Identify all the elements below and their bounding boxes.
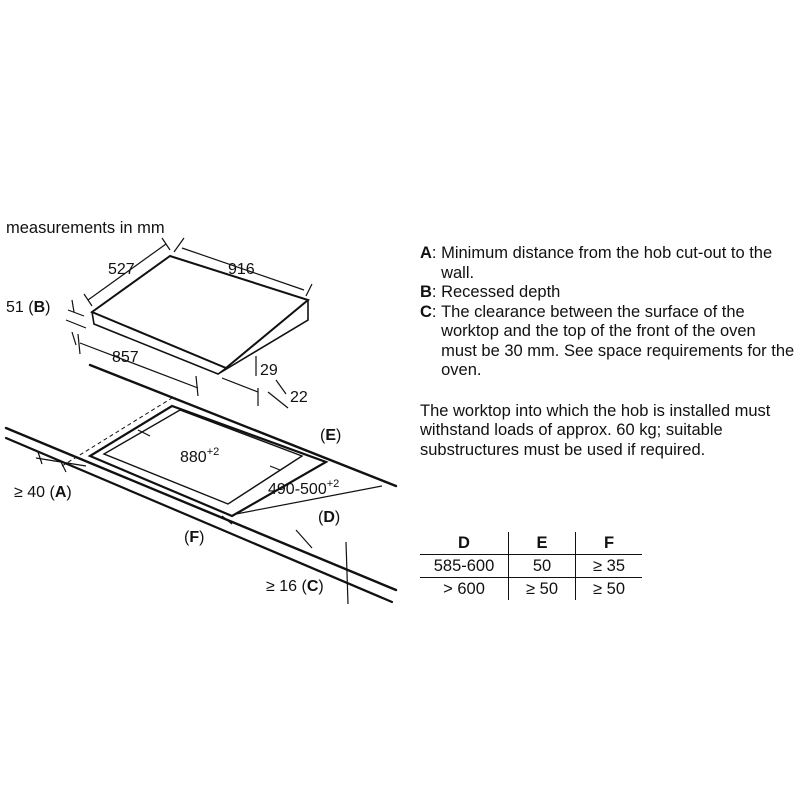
load-note: The worktop into which the hob is instal…	[420, 401, 771, 459]
dim-height-29: 29	[260, 362, 278, 379]
hob-dimension-lines	[65, 237, 313, 409]
worktop-dimension-lines	[35, 429, 383, 605]
legend-item-a: A: Minimum distance from the hob cut-out…	[420, 244, 773, 282]
dim-width-916: 916	[228, 261, 255, 278]
dim-lower-width-857: 857	[112, 349, 139, 366]
legend: A: Minimum distance from the hob cut-out…	[420, 244, 795, 460]
units-caption: measurements in mm	[6, 219, 165, 237]
table-header-row: D E F	[420, 532, 642, 555]
label-e: (E)	[320, 427, 341, 444]
cutout-width-880: 880+2	[180, 446, 219, 466]
label-a: ≥ 40 (A)	[14, 484, 72, 501]
hob-outline	[89, 254, 311, 375]
dim-recess-51: 51 (B)	[6, 299, 50, 316]
dim-depth-527: 527	[108, 261, 135, 278]
label-c: ≥ 16 (C)	[266, 578, 324, 595]
label-f: (F)	[184, 529, 204, 546]
cutout-depth-490-500: 490-500+2	[268, 478, 339, 498]
legend-item-c: C: The clearance between the surface of …	[420, 302, 795, 380]
table-row: 585-600 50 ≥ 35	[420, 554, 642, 578]
wall-dashed-guide	[61, 397, 173, 467]
legend-item-b: B: Recessed depth	[420, 283, 561, 301]
table-row: > 600 ≥ 50 ≥ 50	[420, 577, 642, 600]
dim-height-22: 22	[290, 389, 308, 406]
clearance-table: D E F 585-600 50 ≥ 35 > 600 ≥ 50 ≥ 50	[420, 532, 642, 600]
worktop-outline	[4, 363, 398, 604]
label-d: (D)	[318, 509, 340, 526]
